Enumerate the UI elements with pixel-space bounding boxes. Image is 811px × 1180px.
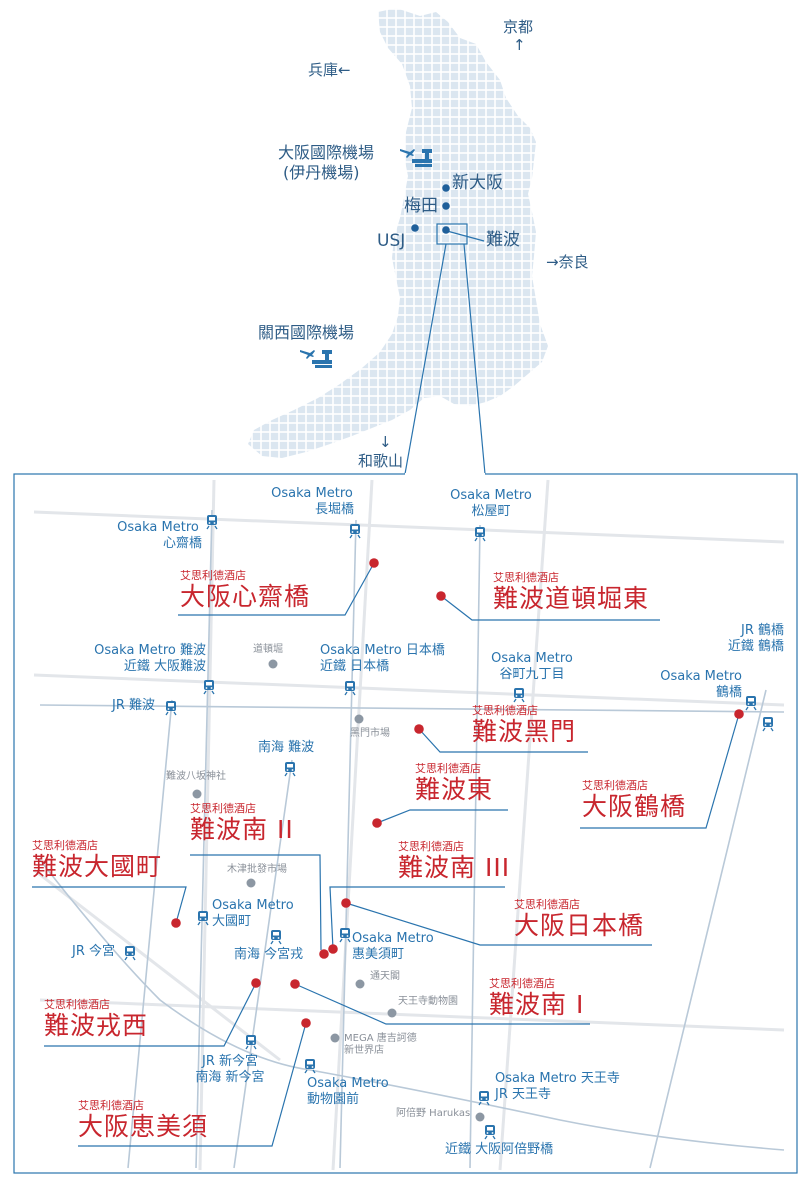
hotel-name: 大阪恵美須 xyxy=(78,1112,209,1142)
hotel-namba-higashi[interactable]: 艾思利德酒店 難波東 xyxy=(415,762,493,805)
wakayama-arrow: ↓ xyxy=(379,433,392,451)
kizu-label: 木津批發市場 xyxy=(227,864,287,875)
yasaka-dot xyxy=(192,789,202,799)
hotel-osaka-ebisu[interactable]: 艾思利德酒店 大阪恵美須 xyxy=(78,1099,208,1142)
nankai-namba-station-label: 南海 難波 xyxy=(258,740,315,755)
jr-tsuruhashi-station-label: JR 鶴橋近鐵 鶴橋 xyxy=(727,623,784,654)
mega-label: MEGA 唐吉訶德新世界店 xyxy=(344,1033,417,1056)
tsutenkaku-label: 通天閣 xyxy=(370,971,400,982)
hotel-osaka-shinsaibashi[interactable]: 艾思利德酒店 大阪心齋橋 xyxy=(180,569,310,612)
hotel-namba-ebisu-nishi[interactable]: 艾思利德酒店 難波戎西 xyxy=(44,998,148,1041)
hotel-name: 難波黑門 xyxy=(472,717,577,747)
kansai-airport-label: 關西國際機場 xyxy=(258,323,355,342)
hotel-namba-minami-1[interactable]: 艾思利德酒店 難波南 I xyxy=(489,977,584,1020)
hotel-namba-daikokucho[interactable]: 艾思利德酒店 難波大國町 xyxy=(32,839,162,882)
hotel-brand: 艾思利德酒店 xyxy=(415,762,481,775)
hotel-namba-dotonbori-higashi[interactable]: 艾思利德酒店 難波道頓堀東 xyxy=(493,571,649,614)
jr-imamiya-station-label: JR 今宮 xyxy=(72,944,115,959)
umeda-label: 梅田 xyxy=(404,196,438,216)
mega-dot xyxy=(330,1033,340,1043)
kansai-airport-icon xyxy=(300,350,332,368)
namba-focus-box xyxy=(436,223,468,245)
detail-map-frame xyxy=(13,473,798,1174)
harukas-dot xyxy=(475,1112,485,1122)
hotel-name: 大阪鶴橋 xyxy=(582,792,687,822)
hotel-name: 大阪日本橋 xyxy=(514,911,645,941)
nipponbashi-station-label: Osaka Metro 日本橋近鐵 日本橋 xyxy=(320,643,445,674)
namba-station-label: Osaka Metro 難波近鐵 大阪難波 xyxy=(94,643,206,674)
jr-namba-station-label: JR 難波 xyxy=(112,698,155,713)
hotel-namba-minami-2[interactable]: 艾思利德酒店 難波南 II xyxy=(190,802,294,845)
imamiyaebisu-station-label: 南海 今宮戎 xyxy=(234,947,304,962)
kuromon-label: 黑門市場 xyxy=(350,728,390,739)
namba-dot xyxy=(442,226,450,234)
kyoto-arrow: ↑ xyxy=(513,36,526,54)
harukas-label: 阿倍野 Harukas xyxy=(396,1108,471,1119)
osaka-prefecture-overview xyxy=(248,8,548,475)
hotel-brand: 艾思利德酒店 xyxy=(582,779,648,792)
tsutenkaku-dot xyxy=(355,979,365,989)
wakayama-label: 和歌山 xyxy=(358,452,404,470)
usj-label: USJ xyxy=(377,231,406,251)
nara-label: →奈良 xyxy=(546,253,589,271)
hotel-namba-minami-3[interactable]: 艾思利德酒店 難波南 III xyxy=(398,840,510,883)
hotel-leaders xyxy=(32,562,740,1147)
zoo-label: 天王寺動物園 xyxy=(398,996,458,1007)
hotel-name: 難波東 xyxy=(415,775,494,805)
hotel-brand: 艾思利德酒店 xyxy=(44,998,110,1011)
hotel-brand: 艾思利德酒店 xyxy=(78,1099,144,1112)
hotel-brand: 艾思利德酒店 xyxy=(472,704,538,717)
dotonbori-dot xyxy=(268,659,278,669)
itami-airport-label: 大阪國際機場 xyxy=(278,143,375,162)
itami-airport-sub: (伊丹機場) xyxy=(283,163,360,182)
hotel-name: 難波南 III xyxy=(398,853,511,883)
hotel-osaka-tsuruhashi[interactable]: 艾思利德酒店 大阪鶴橋 xyxy=(582,779,686,822)
yasaka-label: 難波八坂神社 xyxy=(166,771,226,782)
hotel-name: 難波戎西 xyxy=(44,1011,149,1041)
hotel-name: 難波南 I xyxy=(489,990,585,1020)
hotel-name: 難波南 II xyxy=(190,815,294,845)
hotel-dots xyxy=(171,558,744,1028)
kyoto-label: 京都 xyxy=(503,18,534,36)
hotel-brand: 艾思利德酒店 xyxy=(514,898,580,911)
roads xyxy=(33,479,785,1171)
kizu-dot xyxy=(246,878,256,888)
umeda-dot xyxy=(442,202,450,210)
hotel-osaka-nipponbashi[interactable]: 艾思利德酒店 大阪日本橋 xyxy=(514,898,644,941)
shin-osaka-dot xyxy=(442,184,450,192)
hotel-brand: 艾思利德酒店 xyxy=(180,569,246,582)
hotel-namba-kuromon[interactable]: 艾思利德酒店 難波黑門 xyxy=(472,704,576,747)
zoo-dot xyxy=(387,1008,397,1018)
hotel-brand: 艾思利德酒店 xyxy=(190,802,256,815)
hotel-brand: 艾思利德酒店 xyxy=(398,840,464,853)
hotel-brand: 艾思利德酒店 xyxy=(32,839,98,852)
hyogo-label: 兵庫← xyxy=(308,61,351,79)
landmark-dots xyxy=(192,659,485,1122)
hotel-name: 難波道頓堀東 xyxy=(493,584,650,614)
hotel-name: 大阪心齋橋 xyxy=(180,582,311,612)
shin-osaka-label: 新大阪 xyxy=(452,173,503,193)
hotel-name: 難波大國町 xyxy=(32,852,163,882)
hotel-brand: 艾思利德酒店 xyxy=(489,977,555,990)
kuromon-dot xyxy=(354,714,364,724)
namba-label: 難波 xyxy=(486,230,520,250)
usj-dot xyxy=(411,224,419,232)
rail-lines xyxy=(39,509,785,1169)
shinimamiya-station-label: JR 新今宮南海 新今宮 xyxy=(195,1054,265,1085)
hotel-brand: 艾思利德酒店 xyxy=(493,571,559,584)
abenobashi-station-label: 近鐵 大阪阿倍野橋 xyxy=(445,1142,554,1157)
dotonbori-label: 道頓堀 xyxy=(253,644,283,655)
